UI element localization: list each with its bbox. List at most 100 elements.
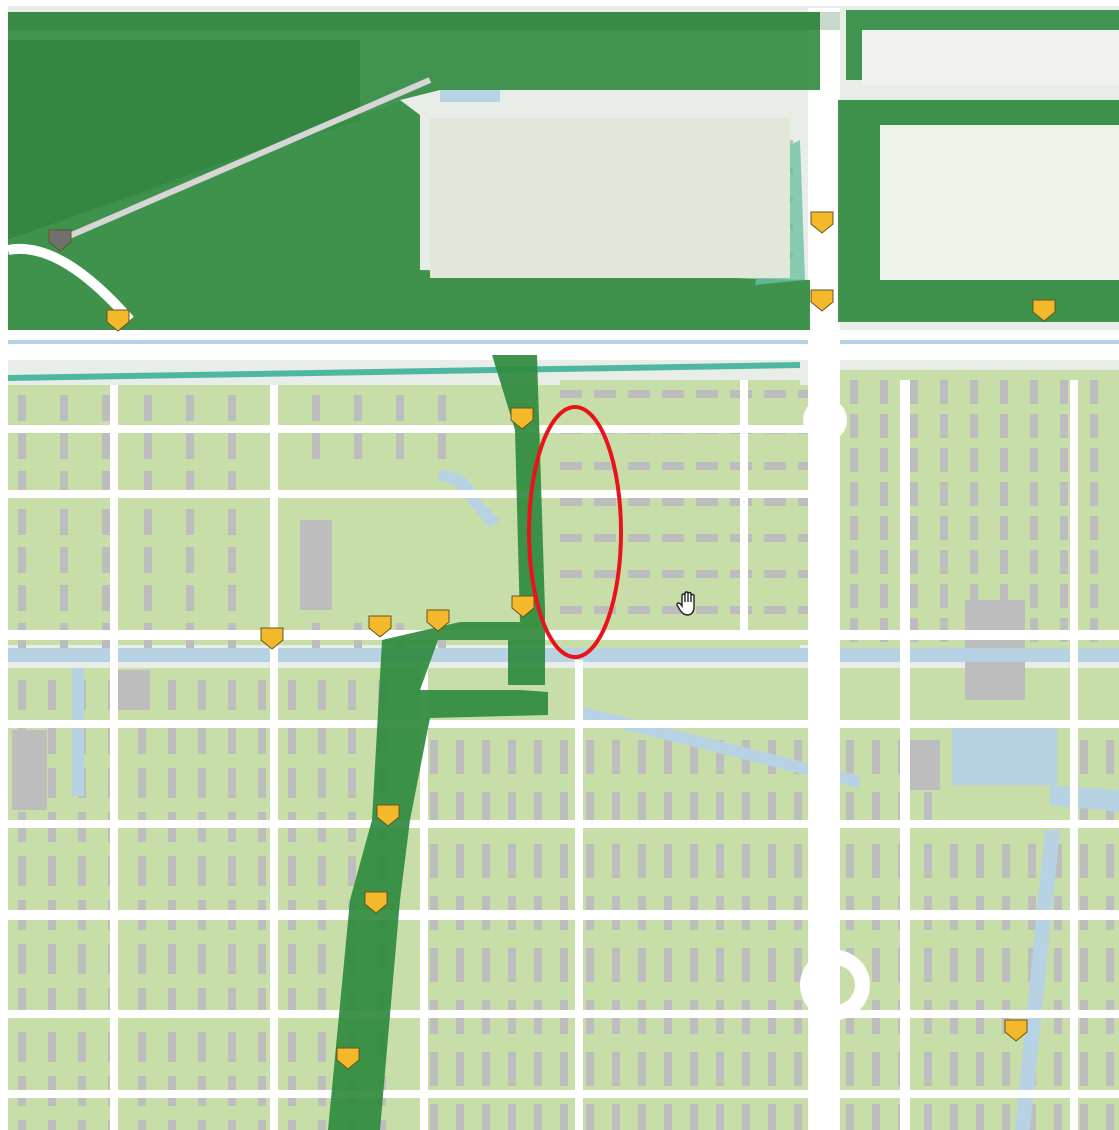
map-marker[interactable]: [364, 891, 388, 914]
map-marker[interactable]: [810, 289, 834, 312]
building: [144, 547, 152, 573]
building: [138, 768, 146, 798]
building: [396, 395, 404, 421]
building: [872, 792, 880, 826]
building: [940, 516, 948, 540]
building: [768, 844, 776, 878]
building: [102, 395, 110, 421]
building: [662, 498, 684, 506]
building: [560, 948, 568, 982]
building: [48, 768, 56, 798]
map-marker[interactable]: [368, 615, 392, 638]
building: [1060, 482, 1068, 506]
residential-enclave: [430, 118, 790, 278]
building: [1080, 948, 1088, 982]
building: [1000, 550, 1008, 574]
building: [102, 509, 110, 535]
building: [1106, 1052, 1114, 1086]
building: [594, 570, 616, 578]
building: [318, 680, 326, 710]
map-marker[interactable]: [1032, 299, 1056, 322]
building: [228, 509, 236, 535]
building: [690, 948, 698, 982]
building: [348, 680, 356, 710]
map-marker[interactable]: [376, 804, 400, 827]
building: [764, 498, 786, 506]
markers-layer: [48, 211, 1056, 1070]
building: [318, 1032, 326, 1062]
building: [850, 448, 858, 472]
building: [1080, 792, 1088, 826]
building: [794, 792, 802, 826]
building: [1002, 1104, 1010, 1130]
building: [1090, 414, 1098, 438]
building: [696, 498, 718, 506]
building: [628, 606, 650, 614]
map-marker[interactable]: [511, 595, 535, 618]
building: [1030, 448, 1038, 472]
map-marker[interactable]: [810, 211, 834, 234]
building: [258, 988, 266, 1018]
building: [300, 520, 332, 610]
building: [48, 988, 56, 1018]
building: [288, 944, 296, 974]
building: [18, 509, 26, 535]
map-left-border: [0, 0, 8, 1130]
building: [18, 433, 26, 459]
building: [48, 856, 56, 886]
nature-zone-strip: [8, 12, 840, 30]
building: [378, 1120, 386, 1130]
building: [508, 948, 516, 982]
building: [534, 792, 542, 826]
building: [690, 792, 698, 826]
building: [18, 944, 26, 974]
building: [586, 844, 594, 878]
map-marker[interactable]: [260, 627, 284, 650]
road: [8, 425, 808, 433]
building: [696, 606, 718, 614]
building: [168, 680, 176, 710]
building: [628, 462, 650, 470]
building: [924, 792, 932, 826]
building: [1002, 948, 1010, 982]
building: [924, 1104, 932, 1130]
hand-grab-icon: [676, 591, 695, 616]
building: [456, 1052, 464, 1086]
map-marker[interactable]: [336, 1047, 360, 1070]
building: [482, 740, 490, 774]
building: [846, 792, 854, 826]
building: [764, 390, 786, 398]
building: [168, 1120, 176, 1130]
map-marker[interactable]: [1004, 1019, 1028, 1042]
map-marker[interactable]: [426, 609, 450, 632]
building: [288, 988, 296, 1018]
building: [976, 1104, 984, 1130]
building: [846, 740, 854, 774]
building: [560, 844, 568, 878]
building: [288, 680, 296, 710]
building: [258, 856, 266, 886]
map-marker[interactable]: [106, 309, 130, 332]
building: [534, 948, 542, 982]
building: [144, 509, 152, 535]
building: [1028, 844, 1036, 878]
building: [482, 948, 490, 982]
building: [1080, 740, 1088, 774]
building: [846, 844, 854, 878]
building: [940, 584, 948, 608]
building: [228, 988, 236, 1018]
road: [740, 380, 748, 640]
building: [312, 395, 320, 421]
map-marker[interactable]: [48, 229, 72, 252]
building: [456, 740, 464, 774]
canal-east: [1050, 785, 1119, 812]
building: [742, 948, 750, 982]
building: [102, 471, 110, 497]
building: [586, 792, 594, 826]
building: [1090, 448, 1098, 472]
building: [168, 768, 176, 798]
map-marker[interactable]: [510, 407, 534, 430]
building: [228, 724, 236, 754]
